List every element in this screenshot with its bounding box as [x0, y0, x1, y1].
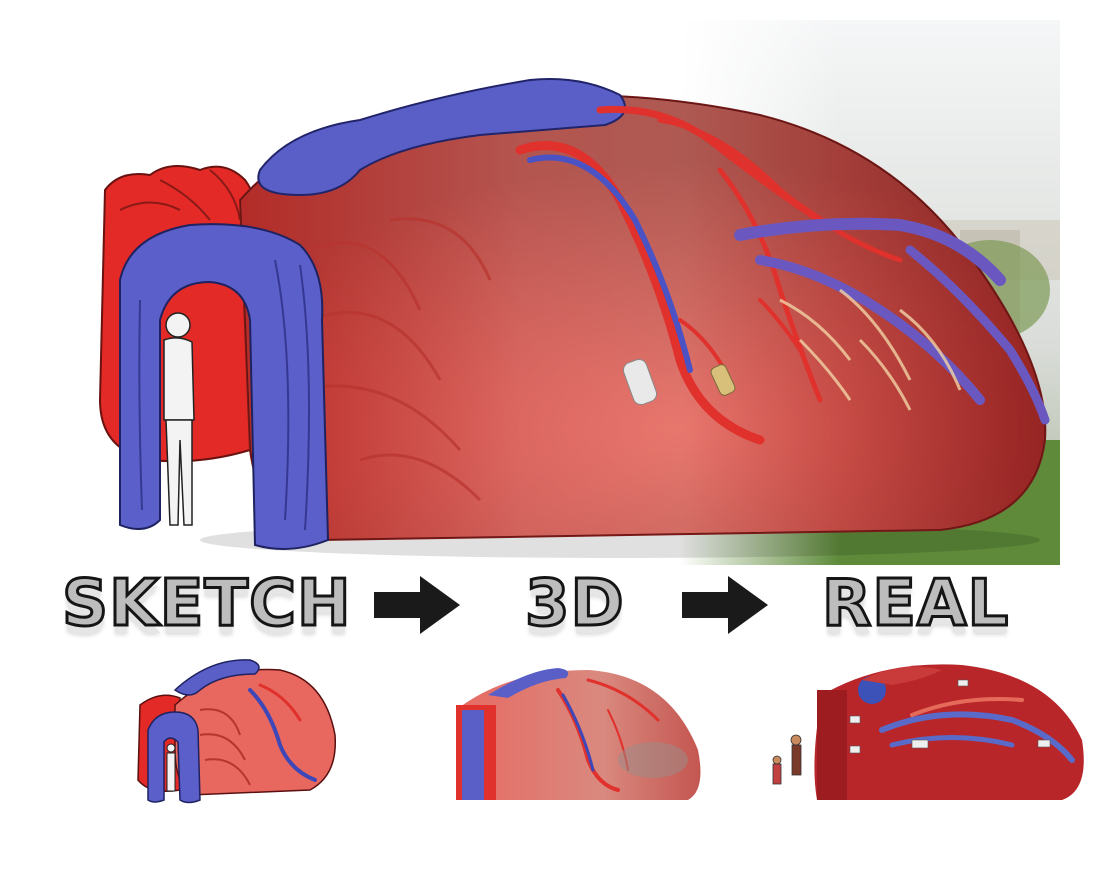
3d-thumbnail — [448, 650, 710, 810]
right-arrow-icon — [682, 576, 768, 634]
person-figure — [163, 312, 195, 526]
stage-label-3d: 3D — [524, 567, 626, 642]
stage-labels: SKETCH 3D REAL — [0, 567, 1114, 648]
sketch-thumbnail — [120, 650, 345, 810]
stage-label-real: REAL — [820, 567, 1010, 642]
hero-heart-image — [60, 20, 1060, 565]
stage-label-sketch: SKETCH — [61, 567, 353, 642]
right-arrow-icon — [374, 576, 460, 634]
real-thumbnail — [762, 650, 1092, 810]
